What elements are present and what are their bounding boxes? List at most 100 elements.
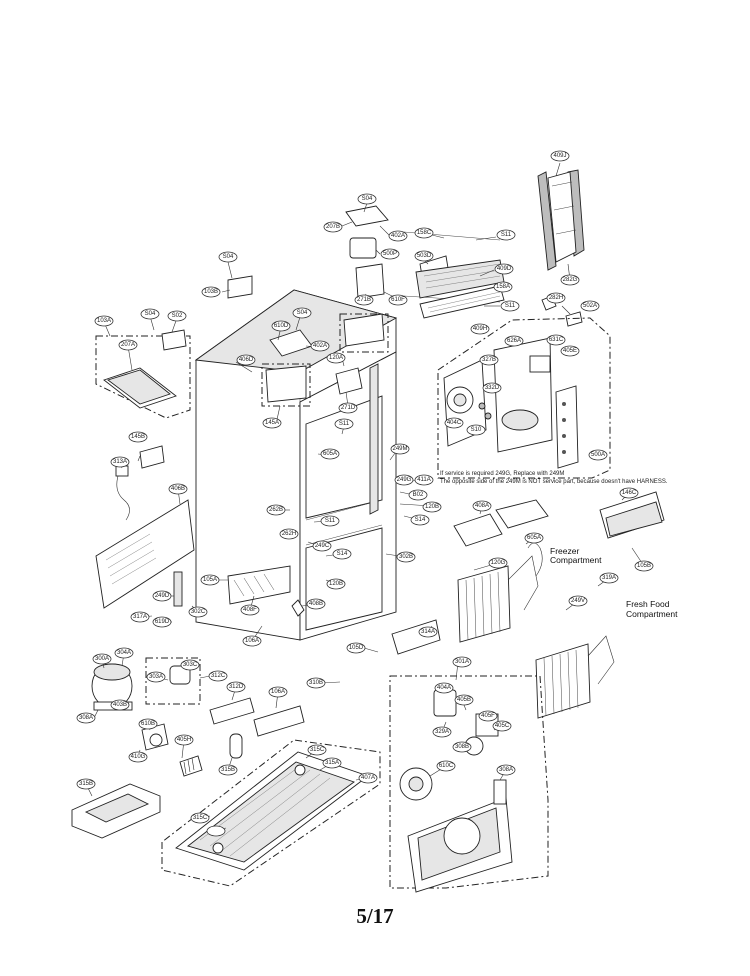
callout-282H: 502A: [580, 300, 600, 312]
svg-text:120A: 120A: [329, 355, 343, 361]
callout-404A: 405B: [454, 694, 474, 706]
svg-text:S10: S10: [471, 427, 482, 433]
callout-317A: 619D: [152, 616, 172, 628]
svg-text:308B: 308B: [455, 744, 469, 750]
callout-308A: 403B: [110, 699, 130, 711]
callout-315C-b: [206, 825, 226, 837]
service-note-line-2: The opposite side of the 249M is NOT ser…: [440, 479, 668, 485]
callout-408A: 605A: [524, 532, 544, 544]
rail-parts: [403, 231, 505, 319]
callout-406B: 262B: [266, 504, 286, 516]
callout-402A: 402A: [388, 230, 408, 242]
callout-304A: 303C: [180, 659, 200, 671]
svg-text:105D: 105D: [349, 645, 364, 651]
svg-text:407A: 407A: [361, 775, 375, 781]
svg-text:106A: 106A: [271, 689, 285, 695]
svg-text:404A: 404A: [437, 685, 451, 691]
svg-text:105B: 105B: [637, 563, 651, 569]
svg-text:500A: 500A: [591, 452, 605, 458]
fan-duct-assembly: [389, 675, 549, 893]
callout-302C: 249V: [568, 595, 588, 607]
svg-text:406B: 406B: [171, 486, 185, 492]
callout-332D: 404C: [444, 417, 464, 429]
callout-271B: 271B: [354, 294, 374, 306]
svg-text:S11: S11: [339, 421, 350, 427]
callout-605A-b: 262H: [279, 528, 299, 540]
callout-308A-b: 315B: [76, 778, 96, 790]
svg-text:249G: 249G: [397, 477, 412, 483]
svg-text:314A: 314A: [421, 629, 435, 635]
svg-text:403B: 403B: [113, 702, 127, 708]
svg-text:411A: 411A: [417, 477, 431, 483]
base-pan: [161, 739, 381, 887]
callout-301A: 405H: [174, 734, 194, 746]
svg-text:405B: 405B: [457, 697, 471, 703]
callout-105A: 249D: [152, 590, 172, 602]
svg-text:610D: 610D: [274, 323, 289, 329]
callout-106A-b: 310B: [306, 677, 326, 689]
callout-610F: 610F: [388, 294, 408, 306]
callout-407A: 610C: [436, 760, 456, 772]
callout-103A: S02: [167, 310, 187, 322]
svg-text:300A: 300A: [95, 656, 109, 662]
callout-262H: 249C: [312, 540, 332, 552]
svg-text:S14: S14: [415, 517, 426, 523]
svg-text:158A: 158A: [496, 284, 510, 290]
callout-103B: 103B: [201, 286, 221, 298]
svg-text:302C: 302C: [191, 609, 206, 615]
callout-120G: 105B: [634, 560, 654, 572]
svg-text:408F: 408F: [243, 607, 257, 613]
svg-text:404C: 404C: [447, 420, 462, 426]
svg-text:271B: 271B: [357, 297, 371, 303]
callout-315A: 407A: [358, 772, 378, 784]
svg-text:402A: 402A: [313, 343, 327, 349]
fresh-food-label-1: Fresh Food: [626, 599, 670, 609]
callout-610B: 301A: [452, 656, 472, 668]
svg-text:500P: 500P: [383, 251, 397, 257]
callout-409D: 409D: [494, 263, 514, 275]
svg-text:282G: 282G: [563, 277, 578, 283]
svg-text:610B: 610B: [141, 721, 155, 727]
svg-text:408A: 408A: [475, 503, 489, 509]
svg-text:308A: 308A: [79, 715, 93, 721]
callout-405H: 404A: [434, 682, 454, 694]
callout-312D: 106A: [268, 686, 288, 698]
svg-text:410G: 410G: [131, 754, 146, 760]
callout-B02: S14: [410, 514, 430, 526]
svg-text:249D: 249D: [155, 593, 170, 599]
callout-302B: 120G: [488, 557, 508, 569]
svg-text:405E: 405E: [563, 348, 577, 354]
svg-text:502A: 502A: [583, 303, 597, 309]
callout-106A: 105D: [346, 642, 366, 654]
callout-S14: 120B: [422, 501, 442, 513]
svg-text:605A: 605A: [527, 535, 541, 541]
callout-S11d: S11: [500, 300, 520, 312]
svg-text:626A: 626A: [507, 338, 521, 344]
svg-text:262H: 262H: [282, 531, 296, 537]
callout-207B: 207B: [323, 221, 343, 233]
callout-410G: 315B: [218, 764, 238, 776]
svg-text:249M: 249M: [392, 446, 407, 452]
callout-146C: 408A: [472, 500, 492, 512]
svg-text:S02: S02: [172, 313, 183, 319]
svg-text:S04: S04: [362, 196, 373, 202]
callout-249V: 106A: [242, 635, 262, 647]
svg-text:312D: 312D: [229, 684, 244, 690]
callout-405B: 405F: [478, 710, 498, 722]
page-number: 5/17: [356, 904, 394, 928]
callout-271D: 145A: [262, 417, 282, 429]
svg-text:158C: 158C: [417, 230, 432, 236]
callout-282G: 282H: [546, 292, 566, 304]
svg-text:103A: 103A: [97, 318, 111, 324]
fresh-food-evaporator: [535, 635, 615, 719]
callout-B02b: S14: [332, 548, 352, 560]
svg-text:406D: 406D: [239, 357, 254, 363]
callout-610C: 308A: [496, 764, 516, 776]
svg-text:408B: 408B: [309, 601, 323, 607]
callout-405F: 329A: [432, 726, 452, 738]
svg-text:120G: 120G: [491, 560, 506, 566]
callout-409J: 409J: [550, 150, 570, 162]
callout-105D: 314A: [418, 626, 438, 638]
callout-610D: 406D: [236, 354, 256, 366]
svg-text:207B: 207B: [326, 224, 340, 230]
